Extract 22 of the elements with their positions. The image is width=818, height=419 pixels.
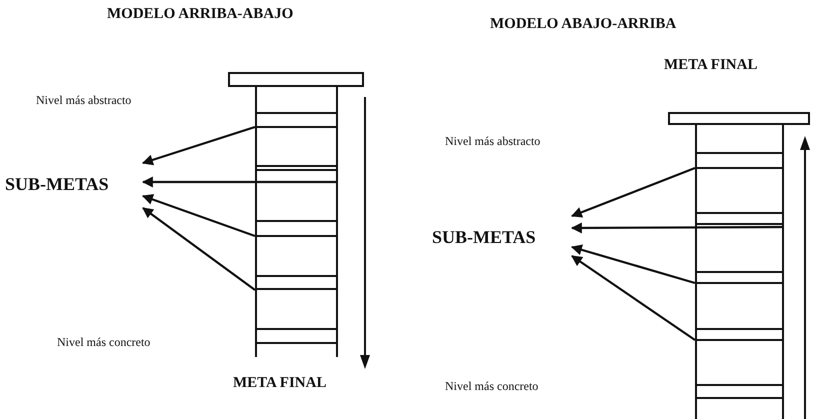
level-label: Nivel más concreto [445, 379, 538, 394]
level-label: Nivel más abstracto [36, 93, 132, 108]
level-label: Nivel más abstracto [445, 134, 540, 149]
arrow [142, 126, 256, 166]
level-label: Nivel más concreto [57, 335, 150, 350]
goal-label: SUB-METAS [432, 212, 572, 262]
arrow [571, 255, 696, 341]
top-plank [668, 112, 810, 125]
top-plank [228, 72, 364, 87]
arrow [570, 244, 696, 284]
arrow [570, 166, 696, 218]
arrow [142, 207, 256, 291]
goal-label: META FINAL [233, 375, 326, 392]
arrow [142, 176, 338, 188]
arrow [142, 194, 256, 238]
goal-label: META FINAL [664, 57, 758, 74]
goal-label: SUB-METAS [5, 158, 143, 210]
heading-text: MODELO ABAJO-ARRIBA [490, 16, 676, 33]
arrow [570, 222, 784, 234]
heading-text: MODELO ARRIBA-ABAJO [107, 6, 294, 23]
ladder-drawing [255, 87, 338, 357]
ladder-drawing [695, 125, 784, 419]
